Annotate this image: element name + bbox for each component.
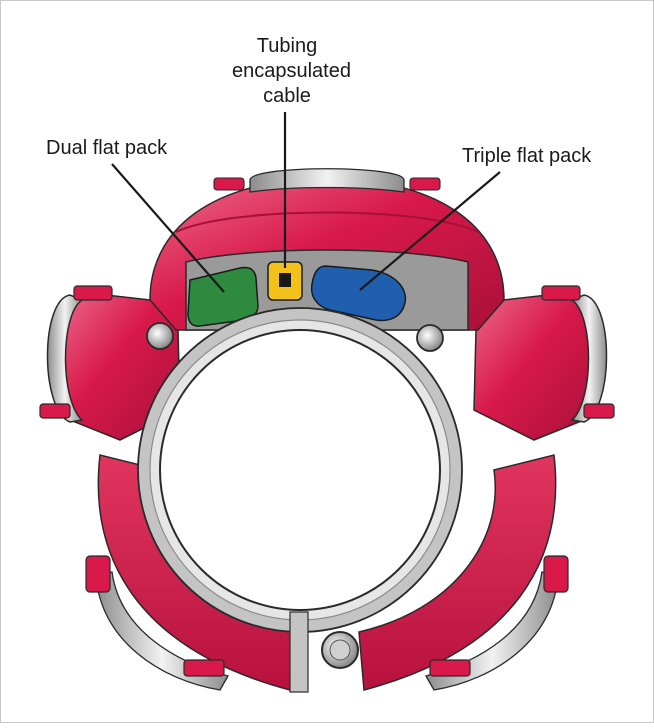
cables: [187, 261, 407, 327]
leader-lines: [111, 112, 501, 293]
split-gap: [289, 611, 309, 693]
dual-leader-line: [111, 163, 225, 293]
tubing-label-line-1: Tubing: [256, 35, 318, 57]
tubing-label-line-3: cable: [263, 85, 311, 107]
tubing-label-line-2: encapsulated: [232, 60, 351, 82]
triple-flat-pack-cable: [310, 265, 407, 322]
bolts: [146, 322, 444, 669]
tubing-ring: [137, 307, 463, 633]
tubing-label: Tubing encapsulated cable: [232, 34, 351, 109]
dual-flat-pack-label: Dual flat pack: [46, 137, 168, 159]
triple-flat-pack-label: Triple flat pack: [462, 145, 592, 167]
left-bolt: [146, 322, 174, 350]
triple-leader-line: [359, 171, 501, 291]
right-bolt: [416, 324, 444, 352]
